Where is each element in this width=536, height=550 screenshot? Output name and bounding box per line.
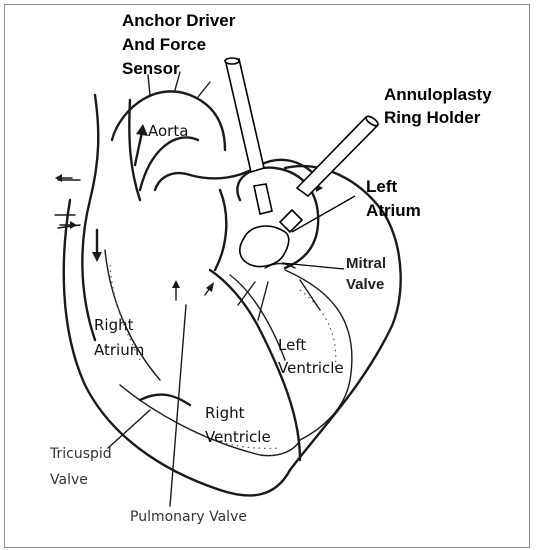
- mitral-valve-label-line2: Valve: [346, 276, 384, 293]
- annuloplasty-ring: [240, 210, 302, 267]
- right-atrium-label-line1: Right: [94, 316, 134, 334]
- ventricle-floor: [140, 395, 190, 405]
- ring-holder-label-line2: Ring Holder: [384, 108, 481, 127]
- mitral-valve-label: Mitral Valve: [346, 255, 386, 293]
- anchor-driver-label: Anchor Driver And Force Sensor: [122, 11, 236, 78]
- flow-arrowhead-left: [55, 174, 62, 182]
- flow-arrowhead-aorta: [136, 124, 148, 136]
- anchor-driver-label-line3: Sensor: [122, 59, 180, 78]
- anchor-driver-label-line1: Anchor Driver: [122, 11, 236, 30]
- right-atrium-label-line2: Atrium: [94, 341, 144, 359]
- left-atrium-label: Left Atrium: [366, 177, 421, 220]
- tricuspid-valve-label-line2: Valve: [50, 472, 88, 488]
- flow-arrowhead-vena: [92, 252, 102, 262]
- ring-holder-label: Annuloplasty Ring Holder: [384, 85, 492, 127]
- anchor-driver-label-line2: And Force: [122, 35, 206, 54]
- left-atrium-label-line2: Atrium: [366, 201, 421, 220]
- tricuspid-pointer: [108, 410, 150, 448]
- aorta-label: Aorta: [148, 122, 188, 140]
- left-ventricle-label-line1: Left: [278, 336, 306, 354]
- left-ventricle-label-line2: Ventricle: [278, 359, 344, 377]
- anchor-driver-tip: [254, 184, 272, 214]
- ring-holder-label-line1: Annuloplasty: [384, 85, 492, 104]
- pulmonary-artery: [215, 190, 226, 270]
- muscle-texture-1: [300, 290, 336, 370]
- pulmonary-valve-label: Pulmonary Valve: [130, 509, 247, 525]
- left-atrium-label-line1: Left: [366, 177, 398, 196]
- flow-arrow-aorta: [135, 132, 142, 165]
- pulmonary-trunk: [155, 160, 315, 190]
- septum-inner: [230, 275, 285, 360]
- mitral-valve-label-line1: Mitral: [346, 255, 386, 272]
- vena-cava-wall: [82, 95, 98, 340]
- flow-arrowhead-ra: [172, 280, 180, 288]
- right-ventricle-label-line2: Ventricle: [205, 428, 271, 446]
- anchor-driver-top: [225, 58, 239, 64]
- right-ventricle-label-line1: Right: [205, 404, 245, 422]
- flow-arrowhead-rv: [206, 282, 214, 292]
- left-atrium-leader: [292, 196, 355, 232]
- anchor-driver: [225, 58, 272, 214]
- right-atrium-wall: [105, 250, 160, 380]
- aorta-arch-inner: [140, 137, 198, 190]
- tricuspid-valve-label-line1: Tricuspid: [49, 446, 112, 462]
- annuloplasty-ring-shape: [240, 226, 289, 266]
- flow-arrowhead-right: [70, 221, 77, 229]
- anchor-driver-shaft: [226, 59, 264, 172]
- flow-arrows: [55, 124, 323, 300]
